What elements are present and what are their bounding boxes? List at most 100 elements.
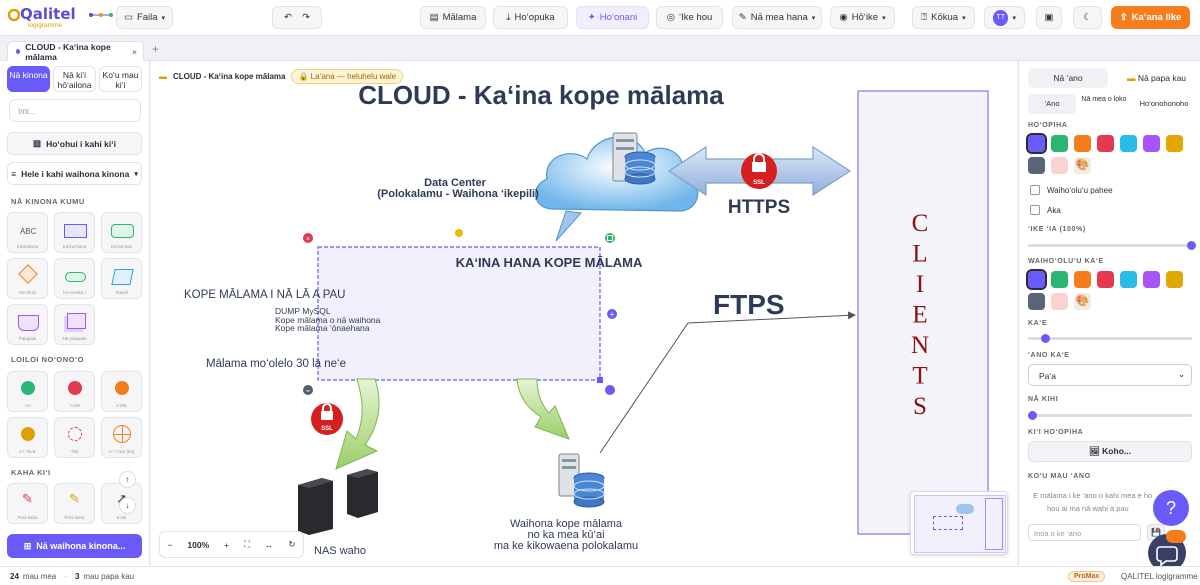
shape-data[interactable]: ‘Ikepili <box>101 258 142 299</box>
border-swatch-orange[interactable] <box>1074 271 1091 288</box>
help-menu-button[interactable]: ⍰Kōkua▾ <box>912 6 975 29</box>
border-width-knob[interactable] <box>1041 334 1050 343</box>
corner-radius-slider[interactable] <box>1028 411 1192 420</box>
logic-and[interactable]: A ME <box>101 371 142 412</box>
fill-swatch-violet[interactable] <box>1143 135 1160 152</box>
ai-enhance-button[interactable]: ✦Ho‘onani <box>576 6 649 29</box>
zoom-out-button[interactable]: − <box>167 539 173 550</box>
choose-image-button[interactable]: 🖼 Koho... <box>1028 441 1192 462</box>
clients-box[interactable] <box>857 90 989 535</box>
link-handle-icon[interactable]: ⌁ <box>303 385 313 395</box>
fill-swatch-red[interactable] <box>1097 135 1114 152</box>
tab-page-style[interactable]: ▬ Nā papa kau <box>1126 73 1187 83</box>
draw-pen[interactable]: ✎Peni kaha <box>7 483 48 524</box>
border-swatch-purple[interactable] <box>1026 269 1047 290</box>
logic-xor[interactable]: A I ‘OLE (ka) <box>101 417 142 458</box>
fill-swatch-orange[interactable] <box>1074 135 1091 152</box>
fill-swatch-green[interactable] <box>1051 135 1068 152</box>
corner-radius-knob[interactable] <box>1028 411 1037 420</box>
mode-icons-tab[interactable]: Nā ki‘i hō‘ailona <box>53 66 96 92</box>
zoom-in-button[interactable]: + <box>224 539 230 550</box>
file-menu-button[interactable]: ▭Faila▾ <box>116 6 173 29</box>
transparent-checkbox[interactable] <box>1030 185 1040 195</box>
process-box[interactable] <box>317 246 601 381</box>
subtab-style[interactable]: ‘Ano <box>1028 94 1076 114</box>
color-picker-icon[interactable]: 🎨 <box>1074 157 1091 174</box>
help-fab-button[interactable]: ? <box>1153 490 1189 526</box>
logic-not[interactable]: ‘Ole <box>54 417 95 458</box>
view-menu-button[interactable]: ◉Hō‘ike▾ <box>830 6 895 29</box>
border-swatch-violet[interactable] <box>1143 271 1160 288</box>
undo-icon[interactable]: ↶ <box>284 12 292 23</box>
share-button[interactable]: ⇪Ka‘ana like <box>1111 6 1190 29</box>
shadow-checkbox[interactable] <box>1030 205 1040 215</box>
rotate-handle[interactable] <box>455 229 463 237</box>
close-icon[interactable]: × <box>132 46 137 57</box>
border-swatch-yellow[interactable] <box>1166 271 1183 288</box>
chat-fab-button[interactable] <box>1148 530 1186 572</box>
logic-no[interactable]: ‘A‘ole <box>54 371 95 412</box>
user-menu-button[interactable]: TT▾ <box>984 6 1025 29</box>
clients-letter: N <box>911 332 929 359</box>
export-button[interactable]: ⤓Ho‘opuka <box>493 6 568 29</box>
breadcrumb-title: CLOUD - Ka‘ina kope mālama <box>173 71 286 81</box>
fill-swatch-pink[interactable] <box>1051 157 1068 174</box>
subtab-contents[interactable]: Nā mea o loko <box>1081 96 1127 103</box>
app-logo[interactable]: Qalitel logigramme <box>8 5 113 31</box>
fill-swatch-purple[interactable] <box>1026 133 1047 154</box>
opacity-slider[interactable] <box>1028 241 1196 250</box>
shape-document[interactable]: Palapala <box>7 304 48 345</box>
fill-swatch-cyan[interactable] <box>1120 135 1137 152</box>
border-swatch-slate[interactable] <box>1028 293 1045 310</box>
logic-yes[interactable]: ‘Ae <box>7 371 48 412</box>
mode-my-images-tab[interactable]: Ko‘u mau ki‘i <box>99 66 142 92</box>
border-style-select[interactable]: Pa‘a⌄ <box>1028 364 1192 386</box>
presentation-button[interactable]: ▣ <box>1036 6 1062 29</box>
new-tab-button[interactable]: + <box>152 42 160 56</box>
redo-icon[interactable]: ↷ <box>302 12 310 23</box>
tools-menu-button[interactable]: ✎Nā mea hana▾ <box>732 6 822 29</box>
border-swatch-pink[interactable] <box>1051 293 1068 310</box>
color-picker-icon[interactable]: 🎨 <box>1074 293 1091 310</box>
delete-handle-icon[interactable]: × <box>303 233 313 243</box>
fit-screen-icon[interactable]: ⛶ <box>244 539 250 549</box>
diagram-canvas[interactable]: ▬ CLOUD - Ka‘ina kope mālama 🔒 La‘ana — … <box>151 61 1017 566</box>
import-image-button[interactable]: ▨Ho‘ohui i kahi ki‘i <box>7 132 142 155</box>
reset-view-icon[interactable]: ↻ <box>288 539 296 549</box>
preview-button[interactable]: ◎‘Ike hou <box>656 6 723 29</box>
minimap[interactable] <box>910 491 1008 555</box>
mode-shapes-tab[interactable]: Nā kinona <box>7 66 50 92</box>
fill-swatch-slate[interactable] <box>1028 157 1045 174</box>
shape-search-input[interactable]: Imi... <box>9 99 141 122</box>
corner-handle[interactable] <box>597 377 603 383</box>
subtab-arrange[interactable]: Ho‘onohonoho <box>1139 99 1189 108</box>
add-connector-handle-icon[interactable]: + <box>607 309 617 319</box>
shape-process[interactable]: Ka‘ina hana <box>54 212 95 253</box>
resize-handle-icon[interactable] <box>605 385 615 395</box>
fit-width-icon[interactable]: ↔ <box>264 539 274 550</box>
border-swatch-green[interactable] <box>1051 271 1068 288</box>
duplicate-handle-icon[interactable] <box>605 233 615 243</box>
border-width-slider[interactable] <box>1028 334 1192 343</box>
style-name-input[interactable]: Inoa o ke ‘ano <box>1028 524 1141 541</box>
shape-terminator[interactable]: Ho‘omaka / <box>54 258 95 299</box>
logic-or[interactable]: A I ‘OLE <box>7 417 48 458</box>
tab-document[interactable]: CLOUD - Ka‘ina kope mālama × <box>7 41 144 62</box>
shape-decision[interactable]: Ho‘oholo <box>7 258 48 299</box>
add-library-button[interactable]: ⊞Nā waihona kinona... <box>7 534 142 558</box>
shape-multi-document[interactable]: Nā palapala <box>54 304 95 345</box>
scroll-up-button[interactable]: ↑ <box>119 471 136 488</box>
shape-alt-process[interactable]: Ka‘ina kaa <box>101 212 142 253</box>
library-select[interactable]: ≡Hele i kahi waihona kinona▾ <box>7 162 142 185</box>
dark-mode-button[interactable]: ☾ <box>1073 6 1102 29</box>
border-swatch-cyan[interactable] <box>1120 271 1137 288</box>
opacity-knob[interactable] <box>1187 241 1196 250</box>
fill-swatch-yellow[interactable] <box>1166 135 1183 152</box>
save-button[interactable]: ▤Mālama <box>420 6 486 29</box>
draw-highlighter[interactable]: ✎Peni kaha <box>54 483 95 524</box>
scroll-down-button[interactable]: ↓ <box>119 497 136 514</box>
tab-shape-style[interactable]: Nā ‘ano <box>1028 68 1108 88</box>
border-width-label: KA‘E <box>1028 320 1048 327</box>
border-swatch-red[interactable] <box>1097 271 1114 288</box>
